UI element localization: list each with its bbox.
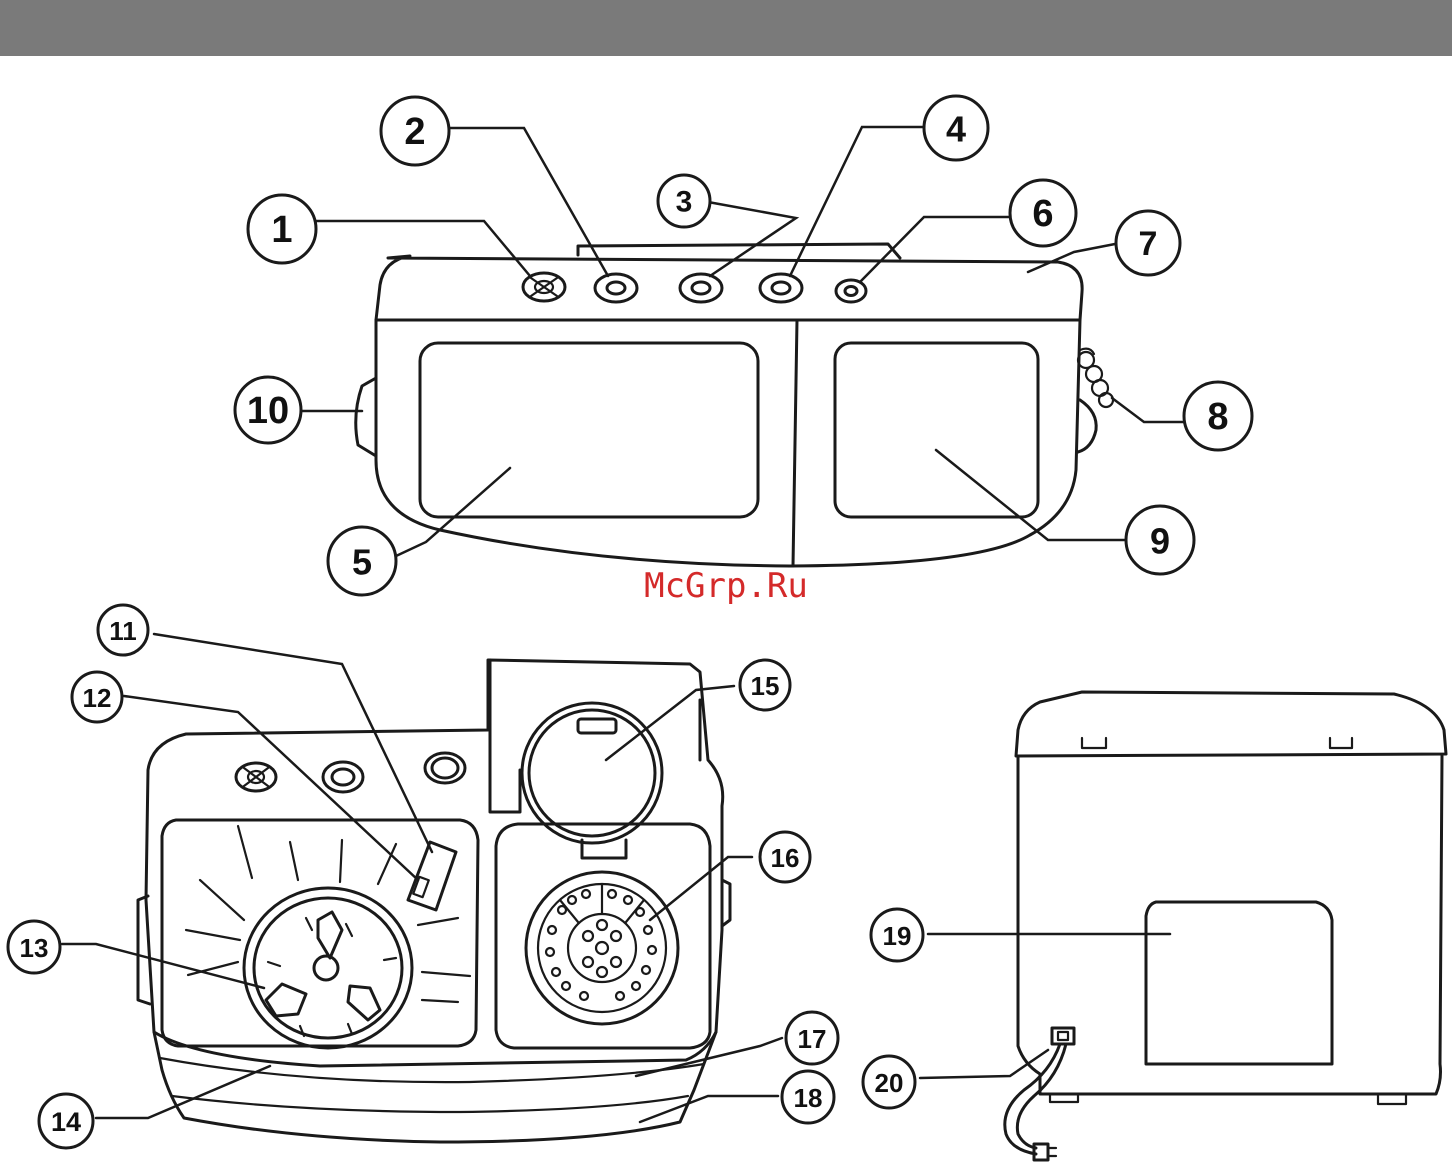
rear-clip-left <box>1082 738 1106 748</box>
callout-18: 18 <box>782 1071 834 1123</box>
base-lower-line <box>172 1096 688 1112</box>
knob-3 <box>680 274 722 302</box>
leader-1 <box>316 221 530 276</box>
callout-17: 17 <box>786 1012 838 1064</box>
callout-19: 19 <box>871 909 923 961</box>
rear-top-cover <box>1016 692 1446 756</box>
callout-label: 17 <box>798 1024 827 1054</box>
callout-13: 13 <box>8 921 60 973</box>
callout-label: 15 <box>751 671 780 701</box>
callout-14: 14 <box>39 1094 93 1148</box>
callout-2: 2 <box>381 97 449 165</box>
callout-label: 18 <box>794 1083 823 1113</box>
knob-1 <box>523 273 565 301</box>
callout-5: 5 <box>328 527 396 595</box>
knob-2 <box>595 274 637 302</box>
callout-label: 11 <box>109 616 137 646</box>
callout-11: 11 <box>98 605 148 655</box>
callout-label: 1 <box>271 209 292 251</box>
callout-20: 20 <box>863 1056 915 1108</box>
rear-clip-right <box>1330 738 1352 748</box>
callout-1: 1 <box>248 195 316 263</box>
leader-9 <box>936 450 1126 540</box>
leader-8 <box>1112 398 1186 422</box>
callout-12: 12 <box>72 672 122 722</box>
side-handle-left <box>356 378 376 456</box>
callout-label: 10 <box>247 390 289 432</box>
pulsator <box>244 888 412 1048</box>
leader-3 <box>708 202 796 276</box>
callout-label: 4 <box>946 109 966 150</box>
power-socket <box>1052 1028 1074 1044</box>
leader-16 <box>650 857 752 920</box>
front-body <box>376 320 1080 566</box>
callout-15: 15 <box>740 660 790 710</box>
wash-window <box>420 343 758 517</box>
callout-label: 9 <box>1150 521 1170 562</box>
callout-7: 7 <box>1116 211 1180 275</box>
spin-lid-box <box>490 660 520 812</box>
rear-panel <box>1146 902 1332 1064</box>
callout-3: 3 <box>658 175 710 227</box>
leader-5 <box>396 468 510 556</box>
callout-label: 6 <box>1032 193 1053 235</box>
callout-label: 13 <box>20 933 49 963</box>
tub-divider <box>793 320 797 566</box>
callout-8: 8 <box>1184 382 1252 450</box>
leader-20 <box>920 1050 1048 1078</box>
callout-label: 5 <box>352 542 372 583</box>
leader-6 <box>860 217 1012 282</box>
callout-label: 3 <box>676 186 693 219</box>
leader-2 <box>448 128 608 276</box>
leader-4 <box>790 127 925 276</box>
callout-label: 7 <box>1139 225 1158 263</box>
callout-label: 12 <box>83 683 112 713</box>
power-socket-inner <box>1058 1032 1068 1040</box>
callout-label: 20 <box>875 1068 904 1098</box>
drain-hose <box>1078 349 1113 407</box>
rear-body <box>1018 756 1442 1094</box>
top-knob-2 <box>323 762 363 792</box>
control-panel <box>376 256 1082 320</box>
callout-10: 10 <box>235 377 301 443</box>
callout-label: 2 <box>404 111 425 153</box>
wash-tub-opening <box>162 820 478 1046</box>
side-handle-right <box>1078 400 1096 452</box>
top-view <box>62 634 782 1142</box>
leader-14 <box>96 1066 270 1118</box>
callout-label: 19 <box>883 921 912 951</box>
knob-4 <box>760 274 802 302</box>
top-knob-3 <box>425 753 465 783</box>
callout-9: 9 <box>1126 506 1194 574</box>
callout-label: 14 <box>51 1107 81 1137</box>
callout-label: 16 <box>771 843 800 873</box>
power-plug <box>1034 1144 1048 1160</box>
spin-basket <box>526 872 678 1024</box>
spin-lid <box>522 703 662 858</box>
knob-6 <box>836 280 866 302</box>
callout-16: 16 <box>760 832 810 882</box>
callout-4: 4 <box>924 96 988 160</box>
callout-6: 6 <box>1010 180 1076 246</box>
rear-view <box>920 692 1446 1160</box>
callout-label: 8 <box>1207 396 1228 438</box>
top-body <box>146 660 723 1066</box>
leader-15 <box>606 686 734 760</box>
spin-window <box>835 343 1038 517</box>
top-knob-1 <box>236 763 276 791</box>
